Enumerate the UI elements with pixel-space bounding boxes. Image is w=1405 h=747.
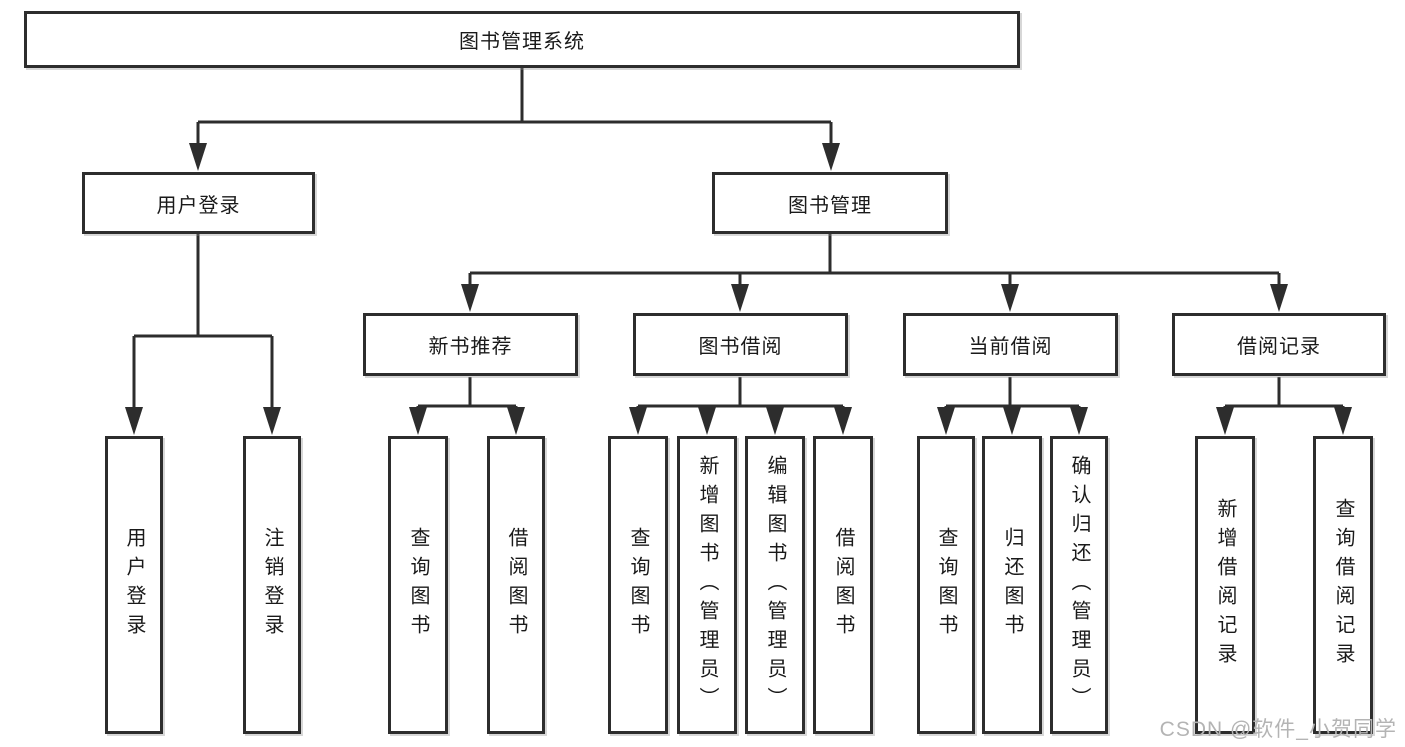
leaf-query-books-borrowing: 查询图书: [608, 436, 668, 734]
node-label: 借阅图书: [505, 527, 527, 643]
node-label: 确认归还（管理员）: [1068, 454, 1090, 716]
leaf-query-books-recommend: 查询图书: [388, 436, 448, 734]
node-borrowing-records: 借阅记录: [1172, 313, 1386, 376]
node-label: 图书借阅: [698, 336, 783, 358]
leaf-query-borrow-record: 查询借阅记录: [1313, 436, 1373, 734]
leaf-borrow-books-borrowing: 借阅图书: [813, 436, 873, 734]
leaf-query-books-current: 查询图书: [917, 436, 975, 734]
arrowheads: [125, 143, 1352, 435]
node-label: 图书管理系统: [459, 31, 585, 53]
node-label: 当前借阅: [968, 336, 1053, 358]
node-label: 归还图书: [1001, 527, 1023, 643]
node-label: 新书推荐: [428, 336, 513, 358]
node-library-management-system: 图书管理系统: [24, 11, 1020, 68]
leaf-borrow-books-recommend: 借阅图书: [487, 436, 545, 734]
node-label: 查询图书: [627, 527, 649, 643]
leaf-user-login: 用户登录: [105, 436, 163, 734]
node-label: 新增借阅记录: [1214, 498, 1236, 672]
node-label: 用户登录: [123, 527, 145, 643]
node-new-book-recommendation: 新书推荐: [363, 313, 578, 376]
node-label: 编辑图书（管理员）: [764, 454, 786, 716]
leaf-add-borrow-record: 新增借阅记录: [1195, 436, 1255, 734]
node-label: 新增图书（管理员）: [696, 454, 718, 716]
leaf-confirm-return-admin: 确认归还（管理员）: [1050, 436, 1108, 734]
node-label: 图书管理: [788, 194, 872, 217]
node-current-borrowing: 当前借阅: [903, 313, 1118, 376]
node-book-management: 图书管理: [712, 172, 948, 234]
leaf-return-book: 归还图书: [982, 436, 1042, 734]
node-book-borrowing: 图书借阅: [633, 313, 848, 376]
node-user-login: 用户登录: [82, 172, 315, 234]
leaf-add-book-admin: 新增图书（管理员）: [677, 436, 737, 734]
leaf-edit-book-admin: 编辑图书（管理员）: [745, 436, 805, 734]
leaf-logout: 注销登录: [243, 436, 301, 734]
node-label: 查询借阅记录: [1332, 498, 1354, 672]
node-label: 用户登录: [156, 194, 241, 217]
node-label: 查询图书: [935, 527, 957, 643]
csdn-watermark: CSDN @软件_小贺同学: [1159, 718, 1397, 741]
node-label: 注销登录: [261, 527, 283, 643]
node-label: 借阅记录: [1237, 336, 1321, 358]
node-label: 查询图书: [407, 527, 429, 643]
node-label: 借阅图书: [832, 527, 854, 643]
